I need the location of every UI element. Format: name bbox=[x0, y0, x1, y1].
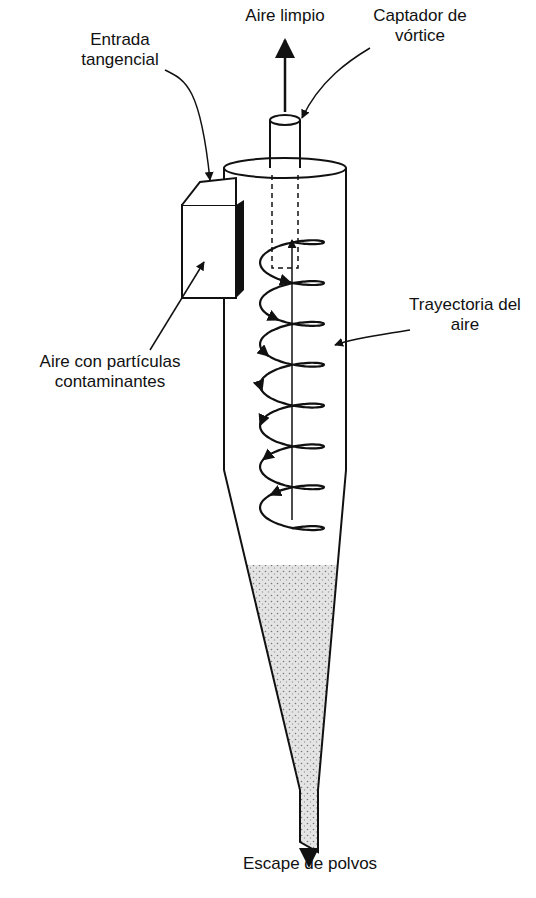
vortex-finder bbox=[270, 120, 300, 168]
flow-arrow bbox=[270, 491, 279, 495]
inlet-side bbox=[236, 200, 244, 298]
part-label: Captador de vórtice bbox=[355, 6, 485, 46]
flow-arrow bbox=[260, 385, 262, 391]
part-label: Aire limpio bbox=[205, 6, 365, 26]
flow-arrow bbox=[269, 316, 278, 320]
vortex-finder-hidden bbox=[272, 175, 298, 268]
cyclone-body bbox=[224, 168, 346, 852]
top-ellipse bbox=[224, 158, 346, 178]
inlet-top bbox=[182, 178, 236, 205]
flow-arrow bbox=[263, 455, 269, 460]
leader-line bbox=[165, 70, 210, 180]
part-label: Aire con partículas contaminantes bbox=[10, 352, 210, 392]
flow-arrow bbox=[262, 351, 268, 356]
leader-line bbox=[302, 48, 370, 118]
leader-line bbox=[150, 262, 204, 350]
part-label: Escape de polvos bbox=[240, 854, 380, 874]
vortex-finder-top bbox=[270, 115, 300, 125]
part-label: Trayectoria del aire bbox=[405, 295, 525, 335]
flow-arrow bbox=[260, 420, 262, 426]
air-path bbox=[260, 240, 324, 530]
part-label: Entrada tangencial bbox=[60, 30, 180, 70]
dust-fill bbox=[200, 565, 370, 865]
air-spiral bbox=[260, 240, 324, 530]
clean-air-arrow bbox=[284, 40, 287, 112]
inner-vortex bbox=[291, 240, 293, 520]
flow-arrow bbox=[280, 280, 291, 283]
leader-line bbox=[335, 330, 410, 345]
